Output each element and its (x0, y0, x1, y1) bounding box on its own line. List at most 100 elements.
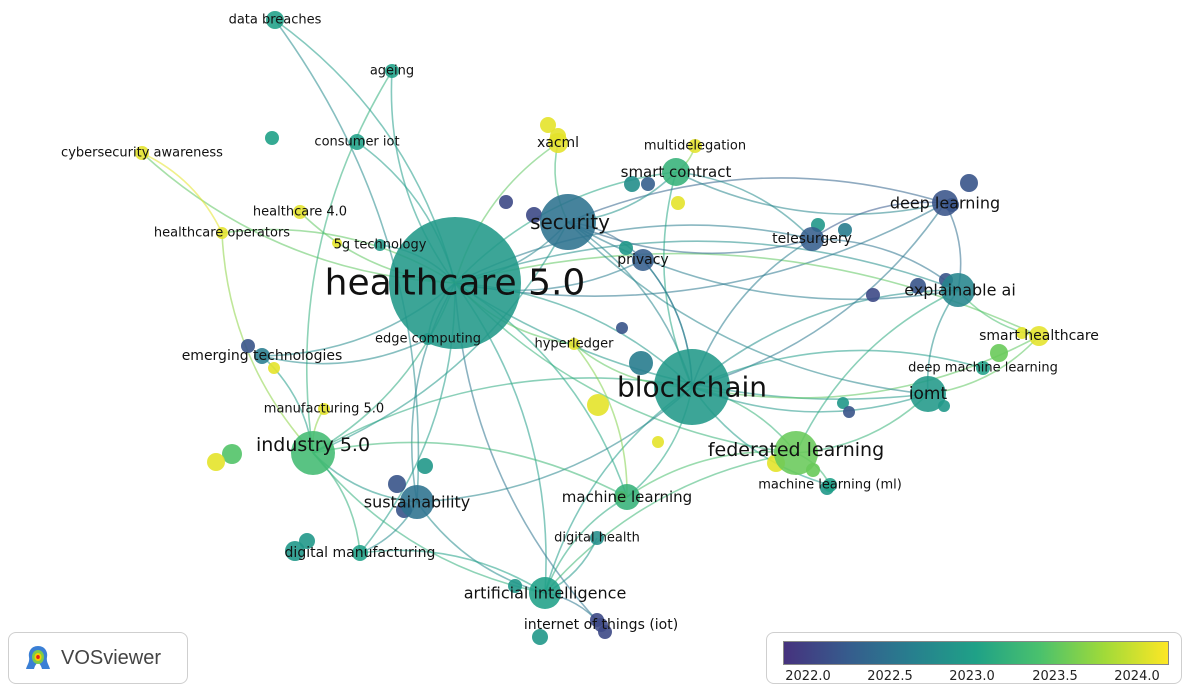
keyword-node-digitalhealth[interactable] (590, 531, 604, 545)
keyword-node-cybersec[interactable] (135, 146, 149, 160)
keyword-label-xacml[interactable]: xacml (537, 135, 579, 151)
keyword-label-privacy[interactable]: privacy (617, 252, 668, 268)
keyword-node-unlabeled[interactable] (508, 579, 522, 593)
keyword-label-telesurgery[interactable]: telesurgery (772, 231, 852, 247)
co-occurrence-link (312, 441, 628, 498)
keyword-node-unlabeled[interactable] (624, 176, 640, 192)
keyword-node-databreaches[interactable] (266, 11, 284, 29)
keyword-label-ageing[interactable]: ageing (370, 64, 414, 79)
keyword-label-iot[interactable]: internet of things (iot) (524, 617, 678, 633)
keyword-node-unlabeled[interactable] (285, 541, 305, 561)
keyword-node-unlabeled[interactable] (207, 453, 225, 471)
keyword-node-unlabeled[interactable] (910, 278, 926, 294)
keyword-node-healthcareops[interactable] (216, 227, 228, 239)
keyword-node-unlabeled[interactable] (629, 351, 653, 375)
keyword-label-industry50[interactable]: industry 5.0 (256, 434, 370, 456)
keyword-node-ageing[interactable] (385, 64, 399, 78)
keyword-node-unlabeled[interactable] (241, 339, 255, 353)
keyword-node-deepml[interactable] (976, 361, 990, 375)
keyword-label-5g[interactable]: 5g technology (334, 238, 427, 253)
keyword-node-explainable[interactable] (941, 273, 975, 307)
keyword-node-smartcontract[interactable] (662, 158, 690, 186)
keyword-node-unlabeled[interactable] (332, 238, 342, 248)
keyword-label-hyperledger[interactable]: hyperledger (535, 337, 615, 352)
keyword-node-unlabeled[interactable] (843, 406, 855, 418)
keyword-label-cybersec[interactable]: cybersecurity awareness (61, 146, 223, 161)
keyword-node-mlml[interactable] (823, 478, 837, 492)
keyword-node-unlabeled[interactable] (265, 131, 279, 145)
keyword-node-industry50[interactable] (291, 431, 335, 475)
co-occurrence-link (567, 177, 946, 223)
keyword-node-unlabeled[interactable] (587, 394, 609, 416)
keyword-label-manufacturing50[interactable]: manufacturing 5.0 (264, 402, 384, 417)
keyword-node-hyperledger[interactable] (568, 338, 580, 350)
keyword-node-consumeriot[interactable] (349, 134, 365, 150)
keyword-label-multidelegation[interactable]: multidelegation (644, 139, 746, 154)
keyword-label-sustainability[interactable]: sustainability (364, 493, 471, 512)
keyword-node-digitalmanufacturing[interactable] (352, 545, 368, 561)
keyword-label-deeplearning[interactable]: deep learning (890, 194, 1000, 213)
keyword-node-privacy[interactable] (632, 249, 654, 271)
keyword-node-unlabeled[interactable] (671, 196, 685, 210)
keyword-node-unlabeled[interactable] (652, 436, 664, 448)
keyword-node-unlabeled[interactable] (1016, 327, 1028, 339)
keyword-label-ai[interactable]: artificial intelligence (464, 584, 627, 603)
keyword-node-xacml[interactable] (548, 133, 568, 153)
keyword-node-unlabeled[interactable] (499, 195, 513, 209)
keyword-label-consumeriot[interactable]: consumer iot (314, 135, 399, 150)
keyword-node-unlabeled[interactable] (268, 362, 280, 374)
keyword-label-blockchain[interactable]: blockchain (617, 371, 767, 404)
keyword-label-explainable[interactable]: explainable ai (904, 281, 1016, 300)
keyword-node-security[interactable] (540, 194, 596, 250)
keyword-node-unlabeled[interactable] (960, 174, 978, 192)
keyword-node-unlabeled[interactable] (540, 117, 556, 133)
keyword-node-deeplearning[interactable] (932, 190, 958, 216)
keyword-node-healthcare50[interactable] (389, 217, 521, 349)
keyword-node-federated[interactable] (774, 431, 818, 475)
keyword-label-iomt[interactable]: iomt (909, 384, 948, 404)
keyword-node-unlabeled[interactable] (619, 241, 633, 255)
keyword-node-unlabeled[interactable] (299, 533, 315, 549)
keyword-node-blockchain[interactable] (654, 349, 730, 425)
keyword-label-edge[interactable]: edge computing (375, 332, 481, 347)
keyword-node-unlabeled[interactable] (417, 458, 433, 474)
keyword-node-iot[interactable] (594, 618, 608, 632)
keyword-node-sustainability[interactable] (400, 485, 434, 519)
keyword-node-iomt[interactable] (910, 376, 946, 412)
keyword-node-unlabeled[interactable] (222, 444, 242, 464)
keyword-label-smartcontract[interactable]: smart contract (621, 163, 732, 181)
keyword-node-ml[interactable] (614, 484, 640, 510)
keyword-label-deepml[interactable]: deep machine learning (908, 361, 1058, 376)
keyword-node-unlabeled[interactable] (388, 475, 406, 493)
keyword-label-databreaches[interactable]: data breaches (229, 13, 322, 28)
keyword-node-healthcare40[interactable] (293, 205, 307, 219)
keyword-node-unlabeled[interactable] (526, 207, 542, 223)
keyword-node-unlabeled[interactable] (837, 397, 849, 409)
keyword-label-smarthealthcare[interactable]: smart healthcare (979, 328, 1099, 344)
keyword-node-multidelegation[interactable] (688, 139, 702, 153)
keyword-node-unlabeled[interactable] (641, 177, 655, 191)
keyword-label-digitalhealth[interactable]: digital health (554, 531, 640, 546)
keyword-node-telesurgery[interactable] (800, 227, 824, 251)
keyword-node-unlabeled[interactable] (990, 344, 1008, 362)
keyword-node-edge[interactable] (422, 333, 434, 345)
keyword-label-security[interactable]: security (530, 210, 610, 234)
keyword-label-federated[interactable]: federated learning (708, 439, 884, 461)
keyword-label-healthcare50[interactable]: healthcare 5.0 (325, 263, 586, 304)
keyword-label-healthcareops[interactable]: healthcare operators (154, 226, 290, 241)
keyword-node-5g[interactable] (374, 239, 386, 251)
keyword-label-digitalmanufacturing[interactable]: digital manufacturing (285, 545, 436, 561)
keyword-label-emerging[interactable]: emerging technologies (182, 348, 343, 364)
keyword-node-smarthealthcare[interactable] (1029, 326, 1049, 346)
keyword-node-unlabeled[interactable] (866, 288, 880, 302)
keyword-node-unlabeled[interactable] (532, 629, 548, 645)
keyword-node-unlabeled[interactable] (616, 322, 628, 334)
keyword-label-healthcare40[interactable]: healthcare 4.0 (253, 205, 347, 220)
keyword-node-emerging[interactable] (254, 348, 270, 364)
keyword-label-ml[interactable]: machine learning (562, 488, 692, 506)
keyword-node-manufacturing50[interactable] (318, 403, 330, 415)
keyword-label-mlml[interactable]: machine learning (ml) (758, 478, 902, 493)
keyword-node-ai[interactable] (529, 577, 561, 609)
keyword-node-unlabeled[interactable] (838, 223, 852, 237)
